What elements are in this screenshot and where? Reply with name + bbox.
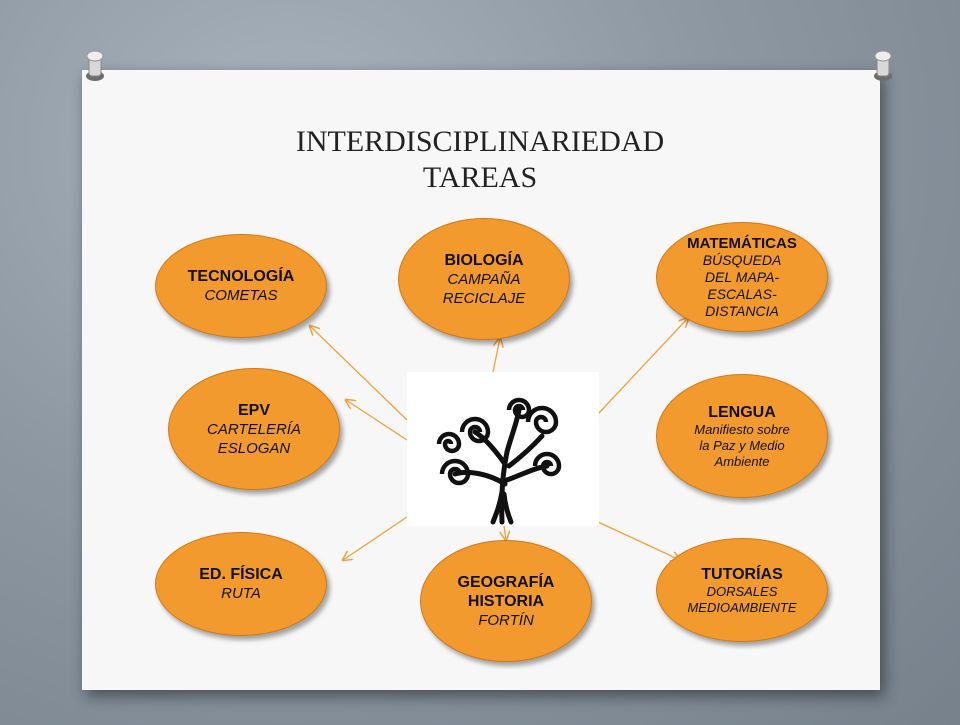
arrow-to-epv [346, 400, 408, 441]
node-geografia-title-2: HISTORIA [467, 592, 545, 610]
arrow-to-tutorias [597, 521, 680, 560]
node-biologia: BIOLOGÍA CAMPAÑA RECICLAJE [398, 218, 570, 340]
node-lengua-task-3: Ambiente [714, 453, 770, 469]
node-biologia-title: BIOLOGÍA [444, 251, 524, 269]
push-pin-icon [874, 50, 892, 81]
node-matematicas-title: MATEMÁTICAS [687, 234, 797, 252]
node-epv-task-1: CARTELERÍA [207, 420, 301, 438]
page-subtitle: TAREAS [422, 161, 538, 194]
node-tecnologia: TECNOLOGÍA COMETAS [155, 234, 327, 338]
node-epv: EPV CARTELERÍA ESLOGAN [168, 368, 340, 490]
arrow-to-tecnologia [310, 326, 408, 421]
node-lengua-title: LENGUA [708, 403, 776, 421]
node-lengua-task-2: la Paz y Medio [699, 437, 785, 453]
node-matematicas-task-1: BÚSQUEDA [702, 251, 782, 268]
push-pin-icon [86, 50, 104, 81]
tree-image [407, 372, 599, 526]
node-edfisica-title: ED. FÍSICA [199, 566, 283, 583]
node-edfisica-task: RUTA [221, 585, 261, 602]
node-matematicas-task-4: DISTANCIA [705, 302, 779, 319]
node-lengua: LENGUA Manifiesto sobre la Paz y Medio A… [656, 374, 828, 498]
node-tecnologia-title: TECNOLOGÍA [187, 268, 295, 285]
node-tecnologia-task: COMETAS [204, 287, 278, 304]
page-title: INTERDISCIPLINARIEDAD [295, 125, 665, 158]
arrow-to-matematicas [597, 318, 688, 415]
node-epv-task-2: ESLOGAN [217, 439, 291, 457]
node-biologia-task-2: RECICLAJE [442, 289, 526, 307]
node-matematicas-task-3: ESCALAS- [707, 285, 777, 302]
spiral-tree-icon [436, 397, 562, 525]
arrow-to-geografia [504, 525, 506, 540]
arrow-to-biologia [492, 338, 500, 373]
node-tutorias-task-2: MEDIOAMBIENTE [687, 599, 797, 615]
node-biologia-task-1: CAMPAÑA [447, 270, 521, 288]
node-tutorias-title: TUTORÍAS [701, 565, 783, 583]
node-matematicas: MATEMÁTICAS BÚSQUEDA DEL MAPA- ESCALAS- … [656, 222, 828, 332]
arrow-to-edfisica [343, 516, 408, 560]
node-lengua-task-1: Manifiesto sobre [694, 421, 790, 437]
node-geografia-title-1: GEOGRAFÍA [457, 573, 555, 591]
node-tutorias: TUTORÍAS DORSALES MEDIOAMBIENTE [656, 538, 828, 642]
node-geografia-task: FORTÍN [478, 611, 534, 629]
node-epv-title: EPV [237, 401, 270, 419]
node-tutorias-task-1: DORSALES [706, 583, 778, 599]
node-matematicas-task-2: DEL MAPA- [704, 268, 780, 285]
node-geografia: GEOGRAFÍA HISTORIA FORTÍN [420, 540, 592, 662]
node-edfisica: ED. FÍSICA RUTA [155, 532, 327, 636]
